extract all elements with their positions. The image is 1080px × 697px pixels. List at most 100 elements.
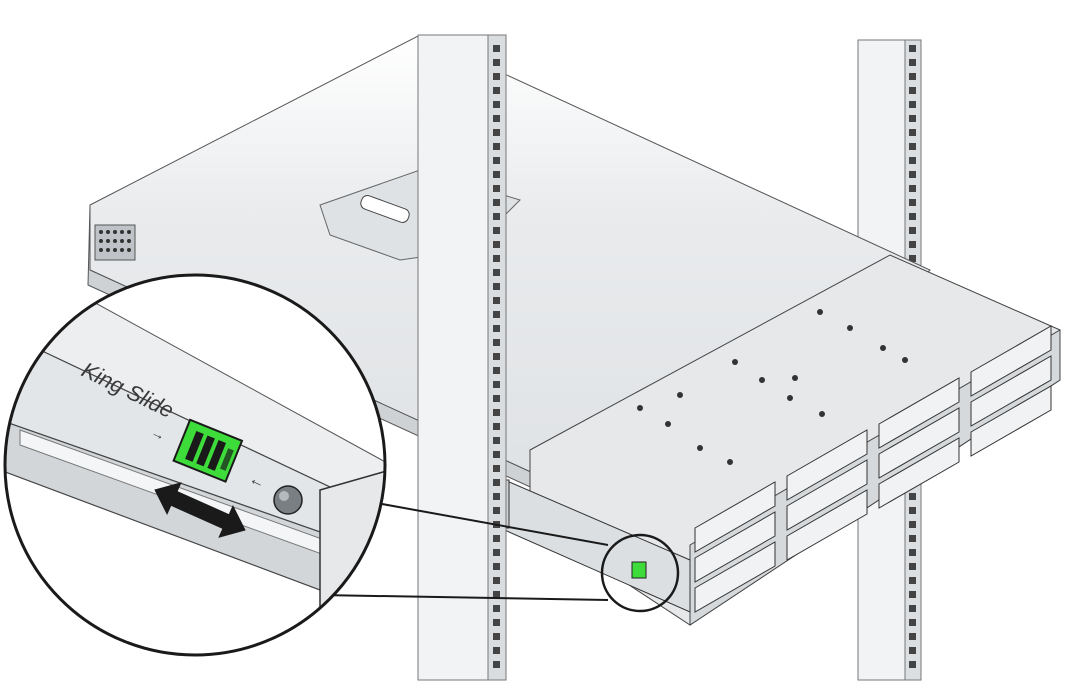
rack-hole xyxy=(493,241,500,248)
rack-hole xyxy=(909,59,916,66)
tab-arrow: → xyxy=(149,423,169,444)
rack-hole xyxy=(493,535,500,542)
connector-pin xyxy=(127,239,131,243)
rack-hole xyxy=(909,591,916,598)
rack-hole xyxy=(909,199,916,206)
connector-pin xyxy=(127,248,131,252)
rack-hole xyxy=(909,115,916,122)
connector-pin xyxy=(120,230,124,234)
drive-bay xyxy=(786,429,868,501)
zoom-detail: King Slide → ← xyxy=(3,273,387,657)
screw xyxy=(817,309,823,315)
rack-hole xyxy=(909,535,916,542)
connector-pin xyxy=(99,239,103,243)
rack-hole xyxy=(493,143,500,150)
rack-hole xyxy=(493,619,500,626)
small-release-highlight xyxy=(600,533,680,613)
rack-hole xyxy=(493,591,500,598)
rack-hole xyxy=(493,171,500,178)
rack-hole xyxy=(493,129,500,136)
rack-hole xyxy=(493,577,500,584)
rack-hole xyxy=(493,73,500,80)
rack-hole xyxy=(493,185,500,192)
rack-hole xyxy=(909,647,916,654)
rack-hole xyxy=(493,213,500,220)
rack-hole xyxy=(493,395,500,402)
rack-hole xyxy=(493,451,500,458)
callout-line-lower xyxy=(319,594,609,601)
rack-hole xyxy=(493,269,500,276)
rack-hole xyxy=(493,45,500,52)
rack-hole xyxy=(909,73,916,80)
rack-hole xyxy=(909,87,916,94)
rack-hole xyxy=(493,367,500,374)
rack-hole xyxy=(493,283,500,290)
release-tab-icon xyxy=(631,561,647,579)
rack-hole xyxy=(493,479,500,486)
screw xyxy=(677,392,683,398)
screw xyxy=(727,459,733,465)
drive-bay xyxy=(786,459,868,531)
rack-hole xyxy=(493,409,500,416)
drive-bay xyxy=(878,377,960,449)
drive-bay xyxy=(694,511,776,583)
screw xyxy=(665,421,671,427)
drive-bay xyxy=(694,481,776,553)
rack-hole xyxy=(909,563,916,570)
double-arrow-icon xyxy=(154,482,246,538)
rack-hole xyxy=(493,255,500,262)
rack-hole xyxy=(493,437,500,444)
rack-hole xyxy=(493,605,500,612)
screw xyxy=(697,445,703,451)
rack-hole xyxy=(909,661,916,668)
rack-hole xyxy=(493,325,500,332)
connector-pin xyxy=(106,230,110,234)
connector-pin xyxy=(120,248,124,252)
drive-bay xyxy=(970,385,1052,457)
rack-hole xyxy=(493,647,500,654)
rack-hole xyxy=(493,311,500,318)
rack-hole xyxy=(909,129,916,136)
rack-hole xyxy=(493,465,500,472)
rack-hole xyxy=(909,633,916,640)
rack-hole xyxy=(493,353,500,360)
release-tab-zoom xyxy=(172,418,244,483)
rack-hole xyxy=(909,227,916,234)
rack-hole xyxy=(493,297,500,304)
rail-button xyxy=(273,485,303,515)
rack-hole xyxy=(909,521,916,528)
connector-pin xyxy=(99,230,103,234)
connector-pin xyxy=(99,248,103,252)
drive-bay xyxy=(878,407,960,479)
rack-hole xyxy=(493,493,500,500)
rack-hole xyxy=(493,381,500,388)
rack-hole xyxy=(909,605,916,612)
rack-hole xyxy=(909,493,916,500)
screw xyxy=(880,345,886,351)
rack-hole xyxy=(493,227,500,234)
drive-bay xyxy=(970,325,1052,397)
rack-hole xyxy=(909,577,916,584)
connector-pin xyxy=(106,239,110,243)
rack-hole xyxy=(493,507,500,514)
rack-hole xyxy=(493,633,500,640)
chassis-screws xyxy=(637,309,908,465)
connector-pin xyxy=(113,239,117,243)
rack-hole xyxy=(493,59,500,66)
rack-hole xyxy=(909,507,916,514)
screw xyxy=(847,325,853,331)
rack-hole xyxy=(909,255,916,262)
rack-hole xyxy=(493,661,500,668)
drive-bay xyxy=(970,355,1052,427)
screw xyxy=(637,405,643,411)
rack-hole xyxy=(909,171,916,178)
rack-hole xyxy=(909,549,916,556)
connector-pin xyxy=(106,248,110,252)
rack-hole xyxy=(909,45,916,52)
rack-hole xyxy=(909,241,916,248)
callout-line-upper xyxy=(359,499,609,546)
connector-pin xyxy=(127,230,131,234)
connector-pin xyxy=(120,239,124,243)
rack-hole xyxy=(909,157,916,164)
